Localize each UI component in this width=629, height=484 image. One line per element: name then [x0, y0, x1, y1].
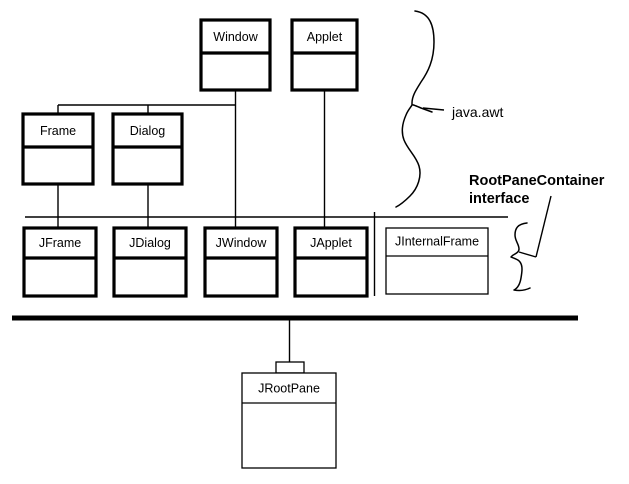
class-label-jframe: JFrame [39, 236, 81, 250]
java-awt-brace [395, 10, 435, 208]
class-label-dialog: Dialog [130, 124, 165, 138]
class-box-jrootpane-connector-tab [275, 361, 305, 374]
rootpanecontainer-leader-tail [518, 251, 537, 258]
class-label-jrootpane: JRootPane [258, 381, 320, 395]
annotation-rootpanecontainer: RootPaneContainer [469, 173, 605, 189]
class-box-frame[interactable]: Frame [21, 112, 95, 186]
class-label-jinternalframe: JInternalFrame [395, 234, 479, 248]
class-box-jdialog-outline [112, 226, 188, 298]
class-box-window-outline [199, 18, 272, 92]
class-box-jrootpane[interactable]: JRootPane [241, 361, 337, 469]
class-box-jframe-outline [22, 226, 98, 298]
class-box-jrootpane-outline [241, 372, 337, 469]
class-box-applet-outline [290, 18, 359, 92]
class-box-dialog[interactable]: Dialog [111, 112, 184, 186]
rootpanecontainer-leader [535, 195, 552, 258]
class-box-japplet[interactable]: JApplet [293, 226, 369, 298]
class-box-dialog-outline [111, 112, 184, 186]
annotation-java-awt: java.awt [451, 104, 503, 120]
class-box-jwindow[interactable]: JWindow [203, 226, 279, 298]
connector-window-to-frame-dialog [57, 90, 237, 114]
class-box-jdialog[interactable]: JDialog [112, 226, 188, 298]
class-box-applet[interactable]: Applet [290, 18, 359, 92]
class-box-window[interactable]: Window [199, 18, 272, 92]
class-label-applet: Applet [307, 30, 343, 44]
class-box-japplet-outline [293, 226, 369, 298]
class-box-jframe[interactable]: JFrame [22, 226, 98, 298]
separators [12, 212, 578, 321]
class-label-japplet: JApplet [310, 236, 352, 250]
class-box-jinternalframe[interactable]: JInternalFrame [385, 227, 489, 295]
class-label-window: Window [213, 30, 258, 44]
class-label-jwindow: JWindow [216, 236, 268, 250]
java-awt-leader [422, 107, 445, 111]
class-box-jwindow-outline [203, 226, 279, 298]
class-label-frame: Frame [40, 124, 76, 138]
class-box-frame-outline [21, 112, 95, 186]
inheritance-connectors [57, 90, 326, 362]
class-box-jinternalframe-outline [385, 227, 489, 295]
rootpanecontainer-brace [510, 222, 531, 292]
annotation-rootpanecontainer-interface: interface [469, 191, 529, 207]
class-label-jdialog: JDialog [129, 236, 171, 250]
